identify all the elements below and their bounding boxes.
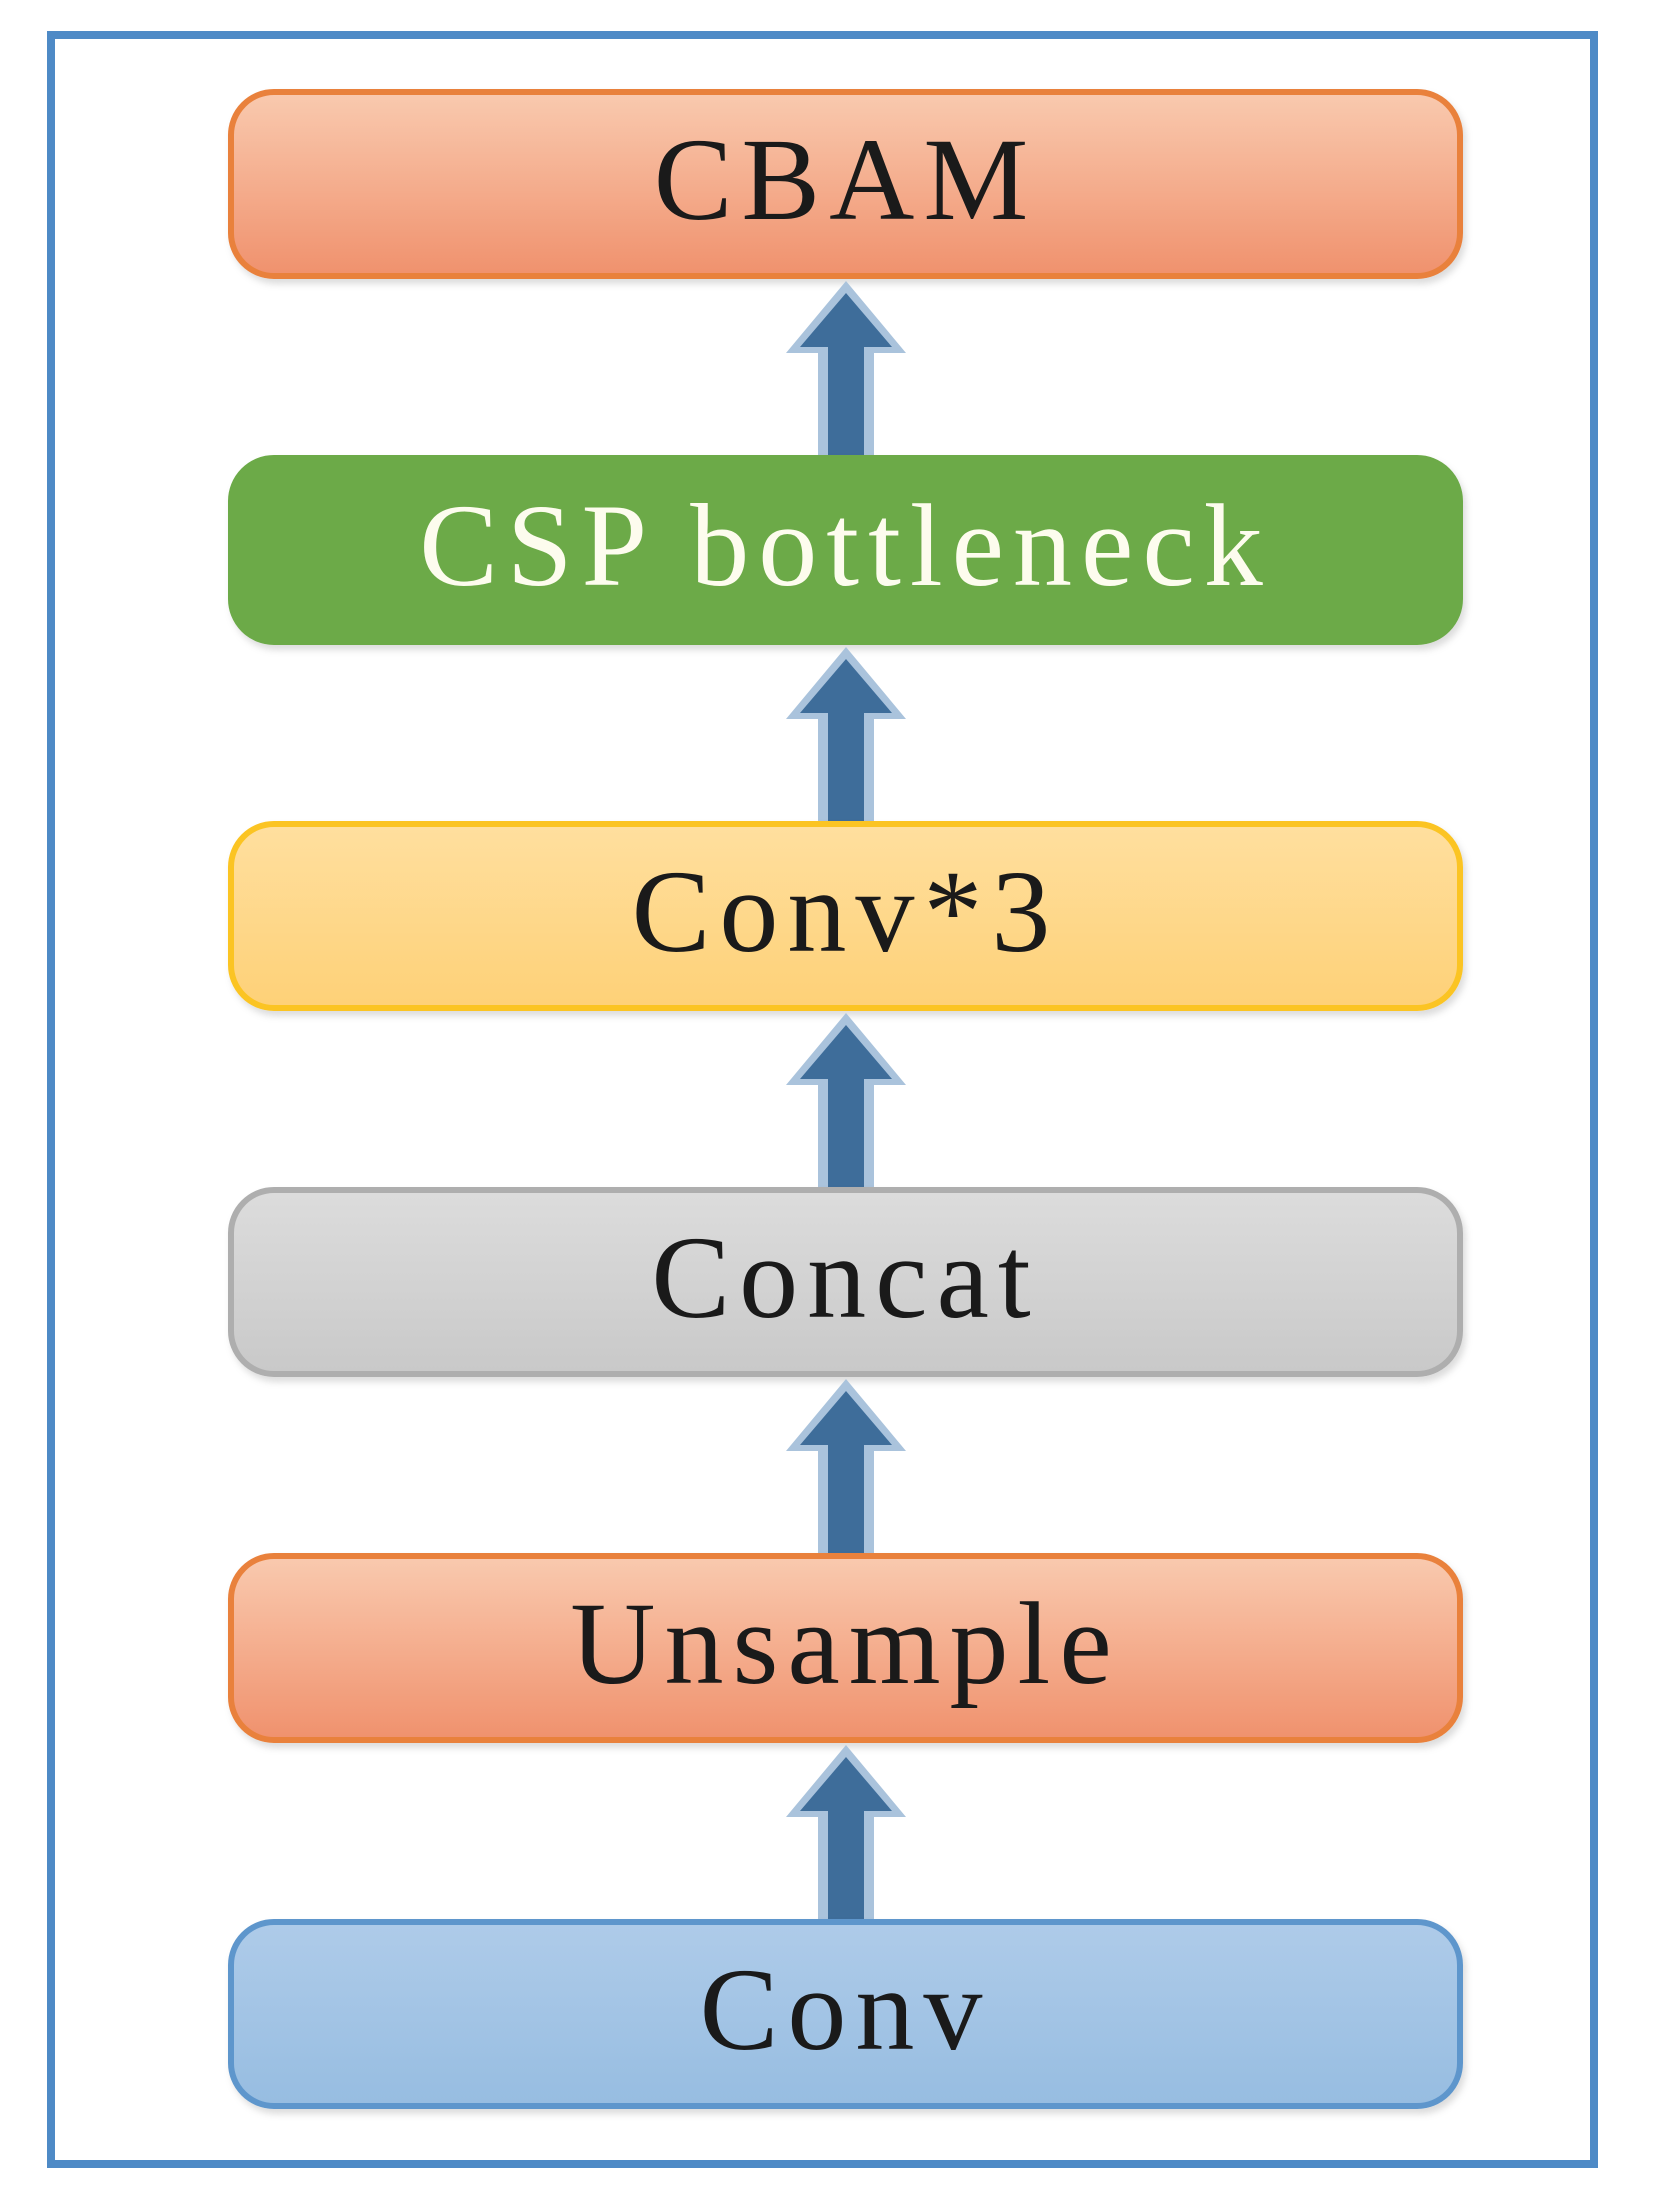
node-label-unsample: Unsample [570,1578,1121,1709]
node-unsample: Unsample [228,1553,1463,1743]
node-csp-bottleneck: CSP bottleneck [228,455,1463,645]
up-arrow-icon [780,1377,912,1553]
node-conv3: Conv*3 [228,821,1463,1011]
diagram-frame: CBAM CSP bottleneck Conv*3 [47,31,1598,2168]
up-arrow-icon [780,645,912,821]
up-arrow-icon [780,279,912,455]
node-concat: Concat [228,1187,1463,1377]
node-label-csp-bottleneck: CSP bottleneck [419,480,1272,611]
node-label-cbam: CBAM [653,114,1038,245]
node-conv: Conv [228,1919,1463,2109]
node-label-concat: Concat [651,1212,1040,1343]
node-label-conv: Conv [699,1944,992,2075]
flow-stack: CBAM CSP bottleneck Conv*3 [228,89,1463,2109]
up-arrow-icon [780,1743,912,1919]
up-arrow-icon [780,1011,912,1187]
node-label-conv3: Conv*3 [631,846,1060,977]
node-cbam: CBAM [228,89,1463,279]
